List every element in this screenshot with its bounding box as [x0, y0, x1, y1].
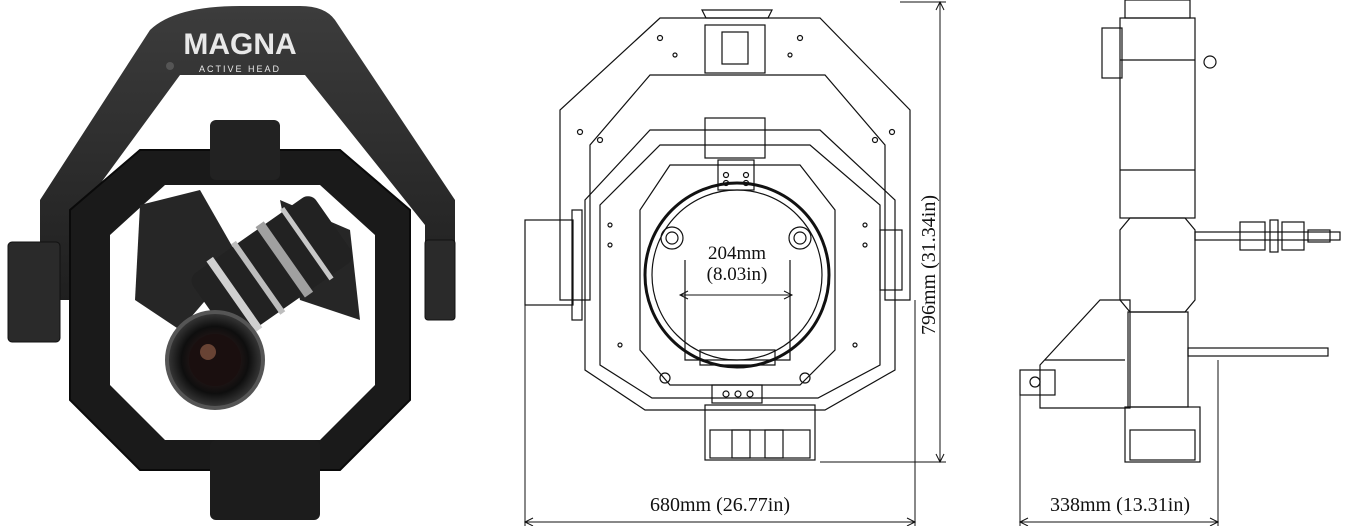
yoke-arm: [40, 6, 455, 300]
depth-dimension: [1018, 360, 1220, 526]
left-pod: [7, 241, 61, 343]
front-yoke-outline: [559, 17, 911, 301]
height-label: 796mm (31.34in): [918, 195, 940, 335]
inner-width-dimension: [678, 290, 794, 300]
lens-support-arm: [1194, 231, 1341, 241]
top-housing: [210, 120, 280, 180]
logo-text: MAGNA: [183, 28, 296, 61]
side-bracket: [1039, 299, 1131, 409]
inner-ring: [643, 181, 831, 369]
side-column: [1119, 17, 1196, 219]
inner-width-label: 204mm (8.03in): [672, 243, 802, 285]
bottom-housing: [210, 440, 320, 520]
right-pod: [424, 239, 456, 321]
depth-label: 338mm (13.31in): [1050, 494, 1190, 516]
width-dimension: [523, 300, 917, 526]
camera-lens: [191, 196, 353, 340]
logo-subtext: ACTIVE HEAD: [199, 64, 281, 74]
roll-ring-outline: [584, 129, 896, 411]
front-view-drawing: 204mm (8.03in) 796mm (31.34in) 680mm (26…: [500, 0, 970, 526]
camera-head-photo: MAGNA ACTIVE HEAD: [7, 6, 456, 520]
width-label: 680mm (26.77in): [650, 494, 790, 516]
inner-width-in: (8.03in): [706, 264, 768, 285]
product-photo: MAGNA ACTIVE HEAD: [0, 0, 480, 526]
height-dimension: [820, 0, 946, 464]
side-view-drawing: 338mm (13.31in): [990, 0, 1355, 526]
inner-width-mm: 204mm: [707, 243, 767, 264]
